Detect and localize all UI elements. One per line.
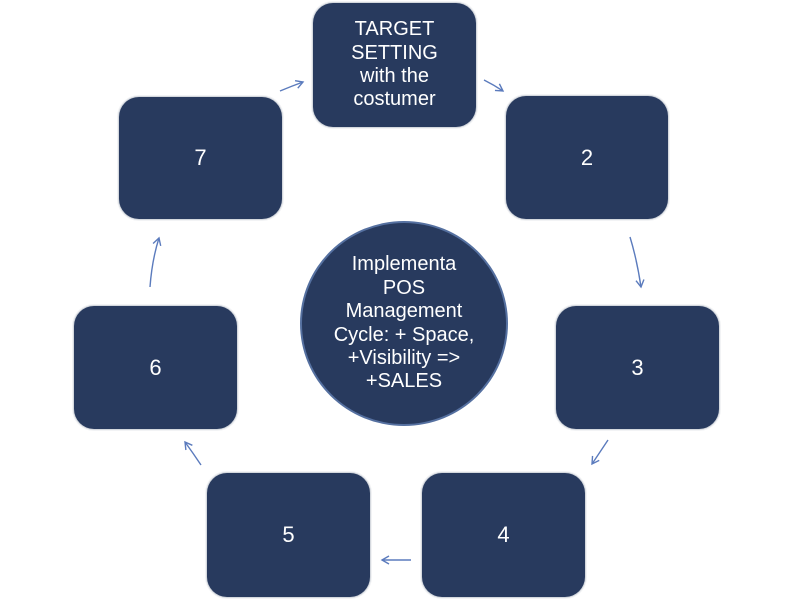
cycle-step-1: TARGET SETTING with the costumer xyxy=(313,3,476,127)
step-label: 2 xyxy=(580,144,594,170)
cycle-step-4: 4 xyxy=(422,473,585,597)
arrow-2-to-3 xyxy=(629,236,645,289)
step-label: 4 xyxy=(497,522,510,548)
center-circle: Implementa POS Management Cycle: + Space… xyxy=(300,221,508,426)
arrow-7-to-1 xyxy=(279,79,305,92)
cycle-step-5: 5 xyxy=(207,473,370,597)
cycle-step-7: 7 xyxy=(119,97,282,219)
step-label: 5 xyxy=(282,522,295,548)
cycle-step-6: 6 xyxy=(74,306,237,429)
arrow-6-to-7 xyxy=(149,236,162,288)
step-label: 7 xyxy=(194,145,207,171)
arrow-3-to-4 xyxy=(591,439,609,466)
step-label: 3 xyxy=(631,354,644,380)
arrow-1-to-2 xyxy=(483,79,505,92)
center-label: Implementa POS Management Cycle: + Space… xyxy=(333,253,475,393)
step-label: TARGET SETTING with the costumer xyxy=(351,18,438,111)
cycle-step-2: 2 xyxy=(506,96,668,219)
cycle-step-3: 3 xyxy=(556,306,719,429)
arrow-5-to-6 xyxy=(184,440,202,466)
step-label: 6 xyxy=(149,354,162,380)
